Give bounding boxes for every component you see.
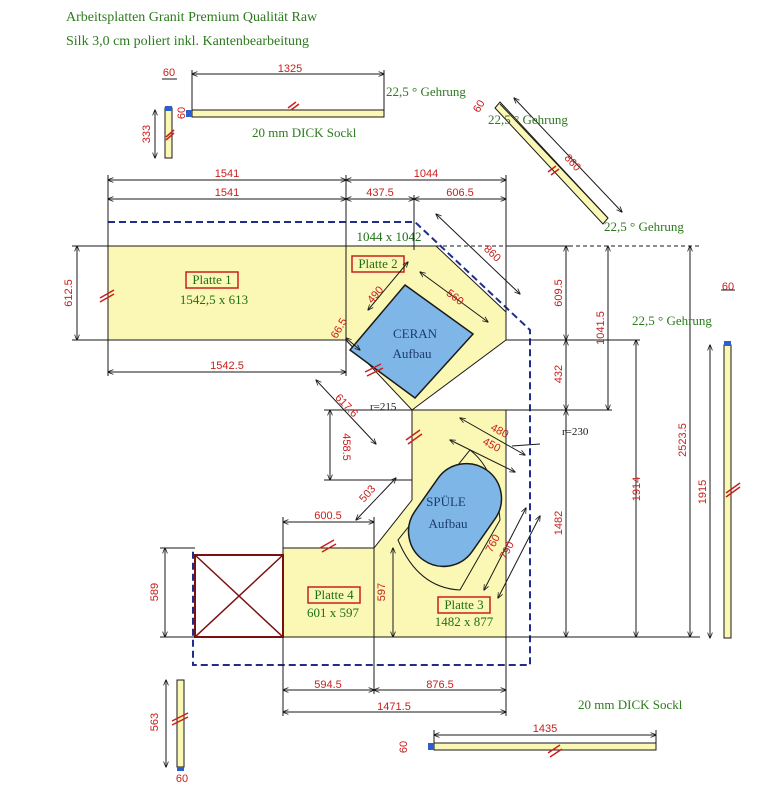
dim-60: 60	[176, 107, 188, 119]
plate-2-size: 1044 x 1042	[357, 229, 422, 244]
dimension-lines	[72, 70, 735, 767]
dim-1325: 1325	[278, 63, 302, 75]
gehrung-note-1: 22,5 ° Gehrung	[386, 84, 466, 99]
sockel-bottom-strip	[433, 742, 657, 751]
sockel-note-top: 20 mm DICK Sockl	[252, 125, 357, 140]
dim-1435: 1435	[533, 723, 557, 735]
plate-3-title-box	[437, 596, 491, 614]
sockel-bottom-left-strip	[176, 679, 185, 768]
ceran-label-1: CERAN	[393, 326, 438, 341]
dim-1914: 1914	[631, 477, 643, 501]
ceran-label-2: Aufbau	[393, 346, 432, 361]
strip-end-mark	[428, 743, 434, 750]
strip-end-mark	[186, 110, 192, 117]
dim-589: 589	[149, 583, 161, 601]
dim-609.5: 609.5	[553, 279, 565, 307]
strip-end-mark	[177, 767, 184, 771]
outer-dashed-outline	[108, 221, 531, 666]
gehrung-note-3: 22,5 ° Gehrung	[604, 219, 684, 234]
plate-1-title-box	[185, 271, 239, 289]
dim-1915: 1915	[697, 480, 709, 504]
plate-1	[107, 245, 347, 341]
dim-1542.5: 1542.5	[210, 360, 244, 372]
dim-432: 432	[553, 365, 565, 383]
sockel-note-bottom: 20 mm DICK Sockl	[578, 697, 683, 712]
dim-60: 60	[163, 67, 175, 79]
dim-600.5: 600.5	[314, 510, 342, 522]
plate-1-title: Platte 1	[192, 272, 231, 287]
plate-4-size: 601 x 597	[307, 605, 360, 620]
dim-333: 333	[141, 125, 153, 143]
gehrung-note-4: 22,5 ° Gehrung	[632, 313, 712, 328]
dim-612.5: 612.5	[63, 279, 75, 307]
gehrung-note-2: 22,5 ° Gehrung	[488, 112, 568, 127]
strip-end-mark	[165, 106, 172, 111]
dim-597: 597	[376, 583, 388, 601]
sink-label-2: Aufbau	[429, 516, 468, 531]
sink-label-1: SPÜLE	[426, 494, 466, 509]
dim-1471.5: 1471.5	[377, 701, 411, 713]
plate-3-size: 1482 x 877	[435, 614, 494, 629]
dim-503: 503	[357, 483, 378, 505]
dim-563: 563	[149, 713, 161, 731]
dim-60: 60	[176, 773, 188, 785]
dim-617.6: 617.6	[332, 392, 360, 420]
dim-1041.5: 1041.5	[595, 311, 607, 345]
header-line-1: Arbeitsplatten Granit Premium Qualität R…	[66, 10, 318, 25]
plate-2-title: Platte 2	[358, 256, 397, 271]
dim-876.5: 876.5	[426, 679, 454, 691]
dim-1541: 1541	[215, 187, 239, 199]
dim-458.5: 458.5	[340, 433, 352, 461]
radius-label-2: r=230	[562, 426, 589, 438]
header-line-2: Silk 3,0 cm poliert inkl. Kantenbearbeit…	[66, 34, 310, 49]
dim-60: 60	[398, 741, 410, 753]
appliance-cross-2	[194, 554, 284, 638]
plate-4-title: Platte 4	[314, 587, 354, 602]
dim-437.5: 437.5	[366, 187, 394, 199]
plate-1-size: 1542,5 x 613	[180, 292, 248, 307]
sockel-top-strip	[191, 109, 385, 118]
dim-1541: 1541	[215, 168, 239, 180]
plate-3-title: Platte 3	[444, 597, 483, 612]
dim-594.5: 594.5	[314, 679, 342, 691]
dim-1044: 1044	[414, 168, 438, 180]
dim-1482: 1482	[553, 511, 565, 535]
dim-2523.5: 2523.5	[677, 423, 689, 457]
dim-60: 60	[722, 281, 734, 293]
radius-label-1: r=215	[370, 401, 397, 413]
plate-4-title-box	[307, 586, 361, 604]
strip-end-mark	[724, 341, 731, 346]
dim-60: 60	[471, 98, 488, 115]
dim-606.5: 606.5	[446, 187, 474, 199]
dim-860: 860	[562, 152, 583, 174]
